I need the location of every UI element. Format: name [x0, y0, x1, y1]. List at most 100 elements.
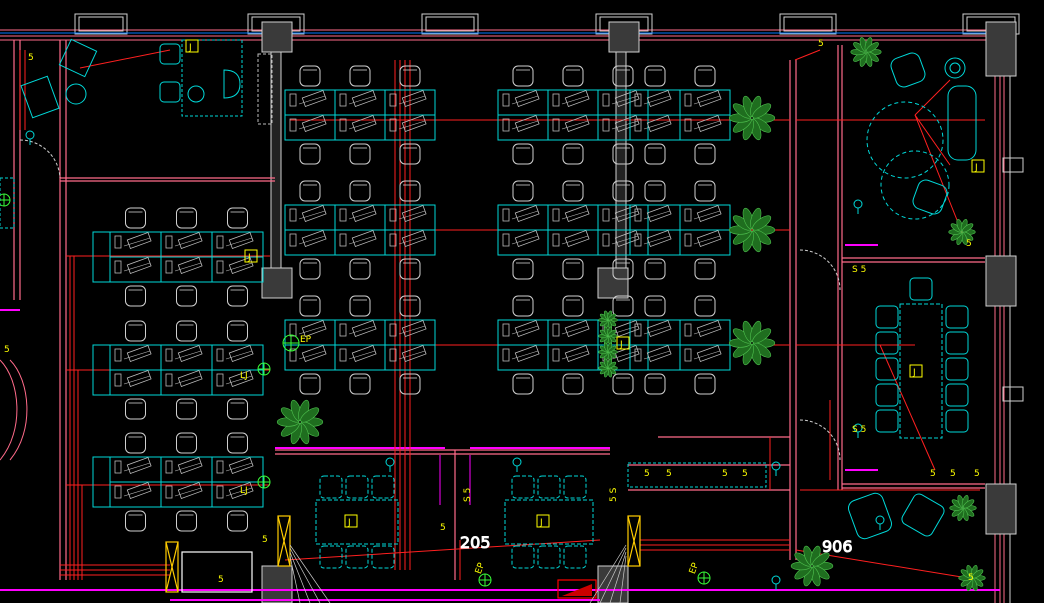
office-chair	[125, 207, 146, 229]
workstation-cluster	[629, 204, 731, 256]
column	[985, 21, 1017, 77]
lounge-chair	[901, 493, 945, 537]
ep-label: EP	[300, 335, 312, 345]
junction-box	[25, 130, 35, 145]
office-chair	[349, 143, 371, 165]
plant	[790, 545, 834, 587]
office-chair	[562, 373, 584, 395]
office-chair	[227, 432, 248, 454]
office-chair	[694, 180, 716, 202]
workstation-cluster	[109, 231, 264, 283]
exterior-walls	[0, 29, 1005, 603]
office-chair	[176, 207, 197, 229]
column	[608, 21, 640, 53]
junction-box	[512, 457, 522, 472]
floor-outlet	[0, 193, 11, 207]
office-chair	[644, 295, 666, 317]
office-chair	[562, 258, 584, 280]
meeting-room-right	[504, 475, 594, 569]
office-chair	[612, 143, 634, 165]
five-label: 5	[930, 469, 936, 479]
device-group	[0, 130, 885, 590]
plant	[850, 37, 882, 67]
column	[985, 483, 1017, 535]
floor-outlet	[697, 571, 711, 585]
five-label: 5	[742, 469, 748, 479]
plant	[949, 495, 977, 521]
office-chair	[349, 180, 371, 202]
conference-table	[899, 303, 943, 439]
office-chair	[612, 258, 634, 280]
column	[261, 267, 293, 299]
office-chair	[299, 65, 321, 87]
office-chair	[299, 373, 321, 395]
ep-label: EP	[688, 561, 701, 575]
plant	[958, 565, 986, 591]
office-chair	[176, 285, 197, 307]
office-chair	[299, 180, 321, 202]
workstation-cluster	[109, 456, 264, 508]
junction-label: J	[974, 163, 978, 173]
office-chair	[176, 432, 197, 454]
door-swings	[0, 139, 841, 505]
office-chair	[349, 65, 371, 87]
lounge-chair	[912, 179, 948, 215]
five-label: 5	[218, 575, 224, 585]
junction-box	[853, 423, 863, 438]
office-chair	[227, 398, 248, 420]
office-chair	[512, 65, 534, 87]
workstation-cluster	[629, 319, 731, 371]
junction-label: J	[188, 43, 192, 53]
utility-area	[165, 515, 641, 599]
plant	[598, 342, 618, 362]
office-chair	[399, 258, 421, 280]
office-chair	[562, 143, 584, 165]
room-text: 205 906	[460, 533, 854, 557]
office-chair	[644, 65, 666, 87]
office-chair	[612, 373, 634, 395]
partitions	[13, 40, 985, 580]
plant	[276, 399, 324, 445]
junction-box	[771, 461, 781, 476]
column	[985, 255, 1017, 307]
office-chair	[399, 180, 421, 202]
columns	[261, 21, 1017, 603]
lounge	[847, 52, 977, 540]
office-chair	[399, 65, 421, 87]
office-chair	[562, 295, 584, 317]
plant	[598, 358, 618, 378]
office-chair	[562, 65, 584, 87]
column	[261, 21, 293, 53]
five-label: 5	[262, 535, 268, 545]
workstation-cluster	[284, 89, 436, 141]
plant	[948, 219, 976, 245]
office-chair	[125, 510, 146, 532]
plant	[598, 310, 618, 330]
office-chair	[644, 180, 666, 202]
workstation-cluster	[284, 204, 436, 256]
room-number: 205	[460, 533, 491, 552]
five-label: S 5	[852, 425, 866, 435]
office-chair	[512, 180, 534, 202]
circuit-wiring	[19, 49, 985, 581]
lounge-chair	[847, 492, 893, 540]
office-chair	[349, 258, 371, 280]
fan-lines	[289, 544, 627, 603]
five-label: 5	[950, 469, 956, 479]
office-chair	[125, 398, 146, 420]
junction-labels: J J J J J J J EP EP EP LJ LJ 5 5 S 5 S 5…	[4, 39, 985, 585]
lounge-chair	[890, 52, 926, 88]
office-chair	[694, 373, 716, 395]
office-chair	[125, 320, 146, 342]
office-chair	[125, 285, 146, 307]
office-chair	[512, 295, 534, 317]
lj-label: LJ	[240, 486, 248, 496]
junction-label: J	[247, 253, 251, 263]
junction-label: J	[912, 368, 916, 378]
five-label: 5	[974, 469, 980, 479]
plant	[728, 320, 776, 366]
five-label: 5	[4, 345, 10, 355]
workstation-cluster	[284, 319, 436, 371]
five-label: 5	[28, 53, 34, 63]
